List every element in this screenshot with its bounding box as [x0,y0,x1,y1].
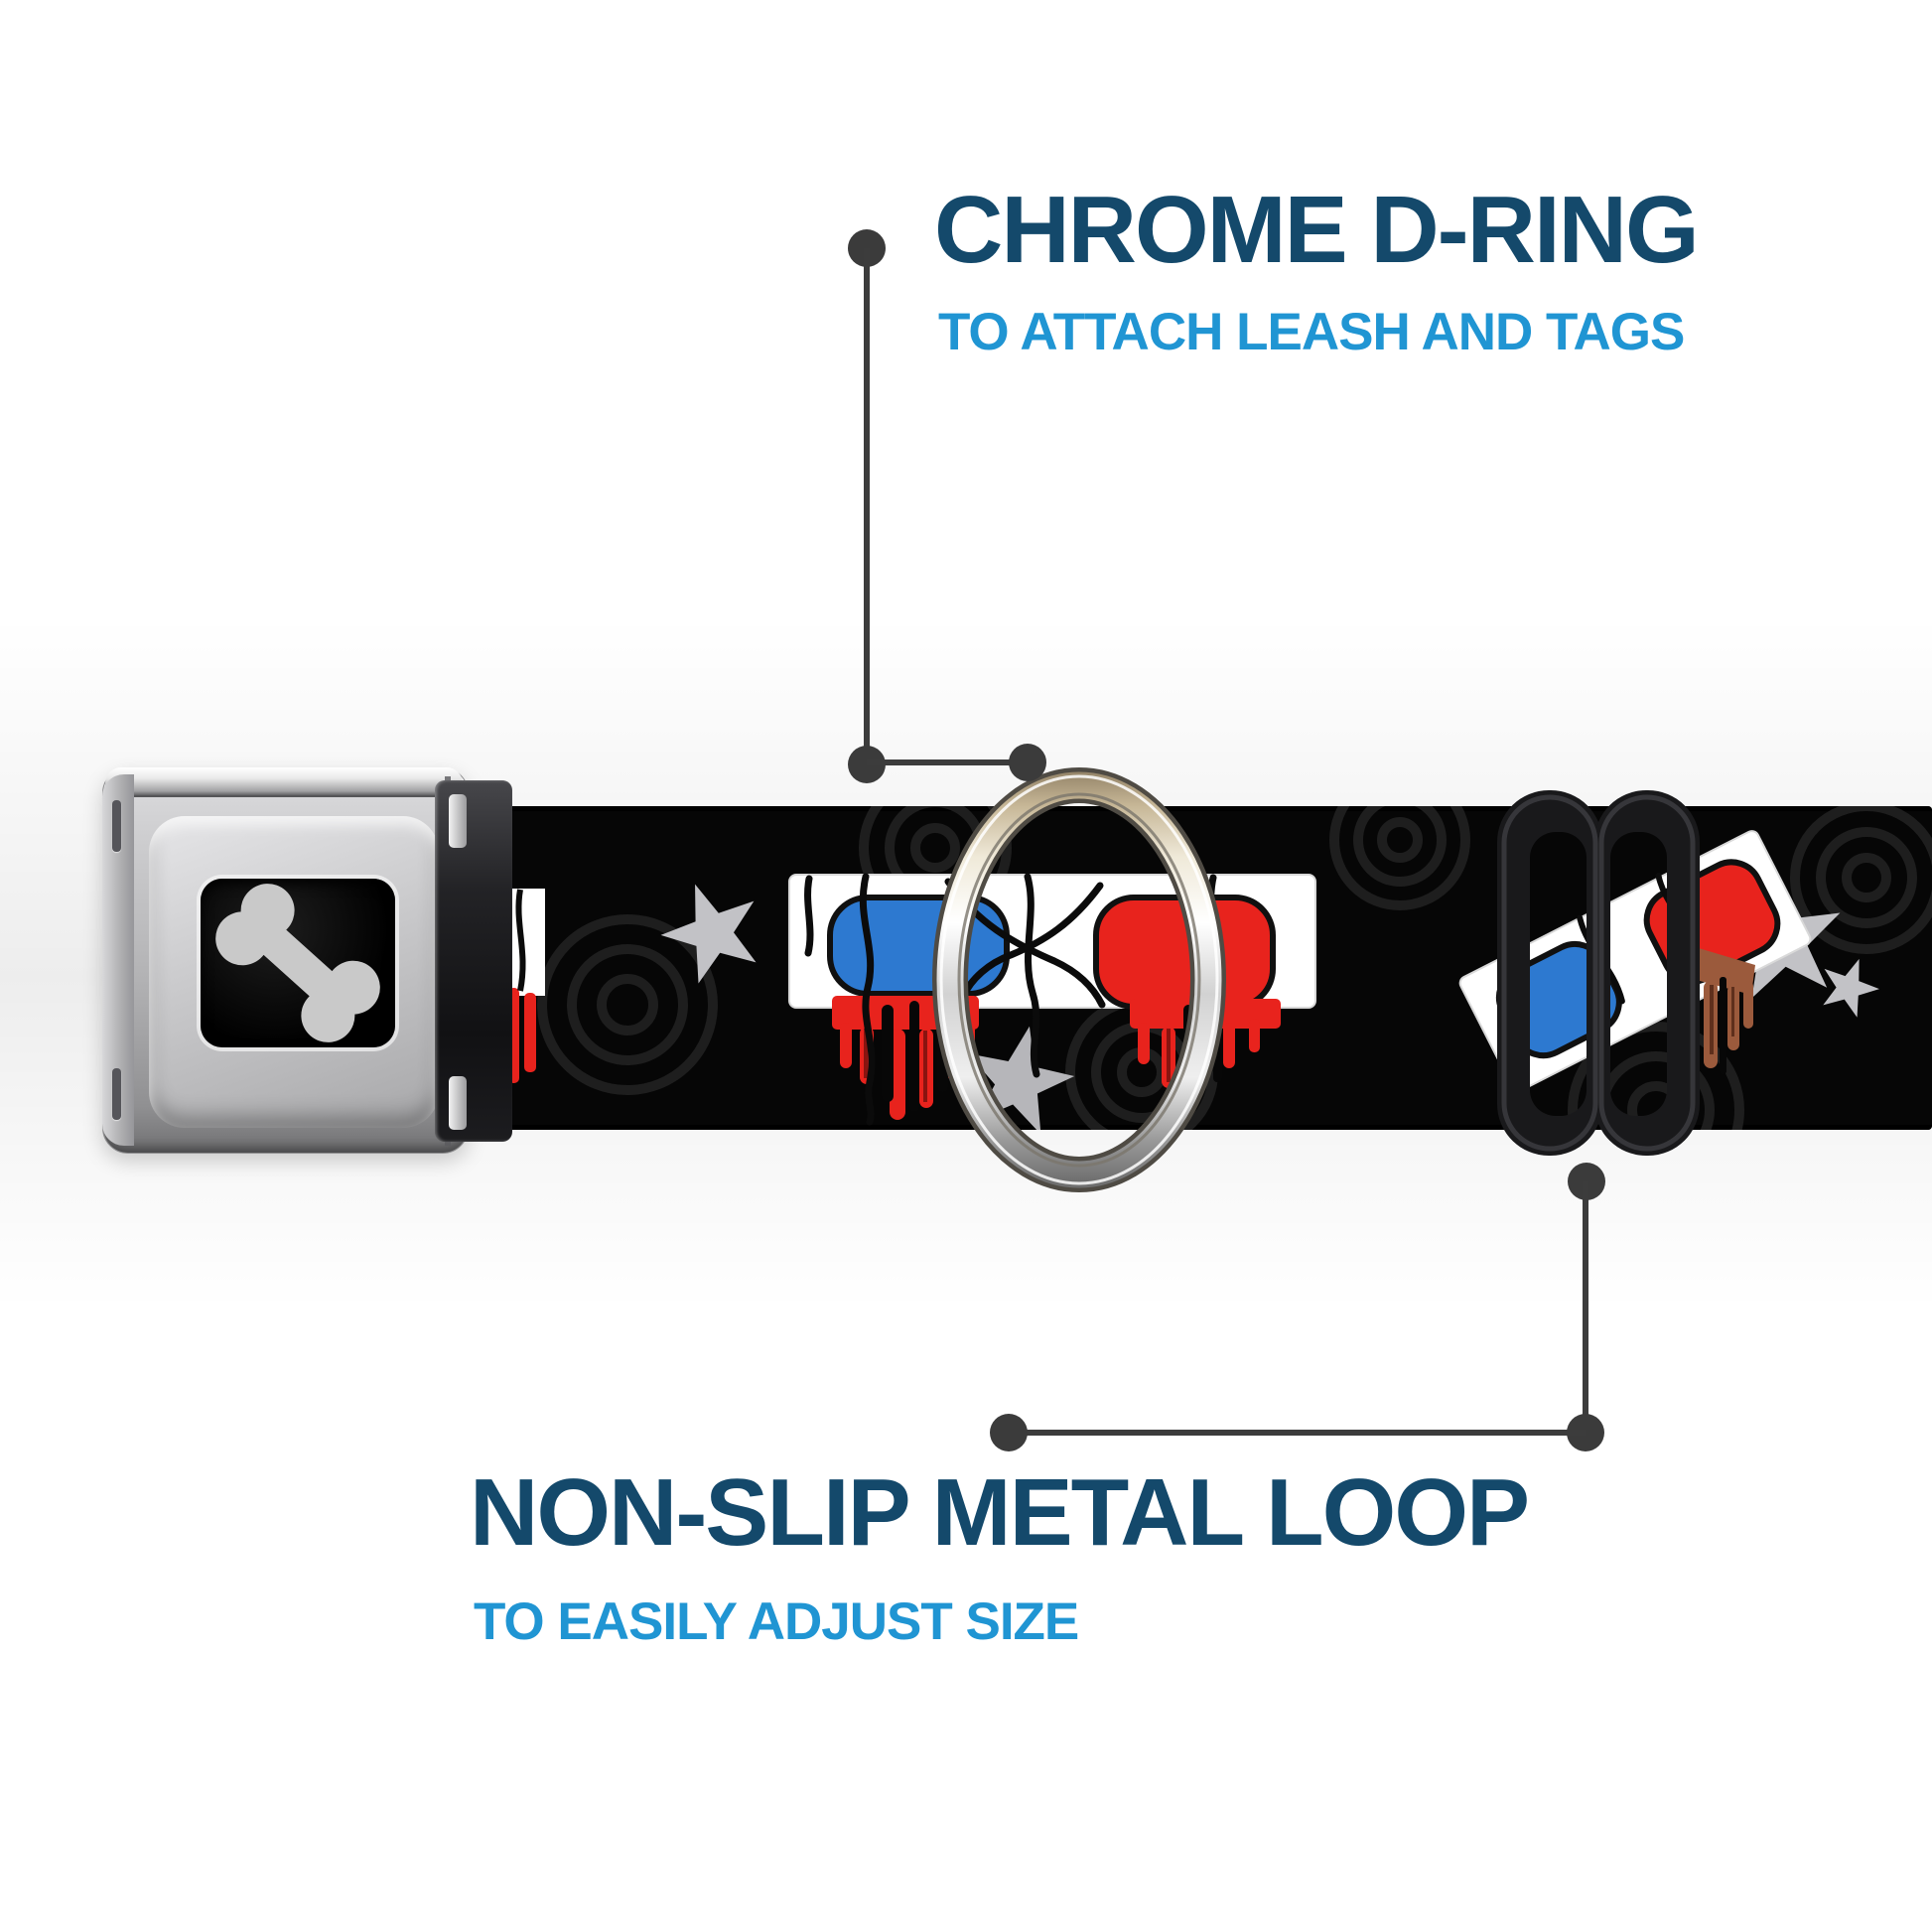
buckle-top-lip [105,767,463,797]
callout-line-bottom-vertical [1583,1181,1588,1433]
bottom-callout-title: NON-SLIP METAL LOOP [470,1459,1530,1566]
buckle-slot [112,1068,121,1120]
buckle-slot [112,800,121,852]
slider-loop [1497,790,1700,1156]
d-ring [932,767,1226,1192]
dog-bone-icon [215,884,380,1042]
callout-dot-dring [1009,744,1046,781]
callout-line-bottom-horizontal [1009,1430,1586,1436]
buckle-strap-clamp [435,780,512,1142]
callout-line-top-horizontal [867,759,1028,765]
clamp-hook [449,1076,467,1130]
top-callout-title: CHROME D-RING [934,177,1700,283]
callout-dot-bottom-end [990,1414,1028,1451]
bottom-callout-subtitle: TO EASILY ADJUST SIZE [474,1592,1079,1651]
callout-line-top-vertical [864,248,870,764]
top-callout-subtitle: TO ATTACH LEASH AND TAGS [938,303,1685,361]
clamp-hook [449,794,467,848]
